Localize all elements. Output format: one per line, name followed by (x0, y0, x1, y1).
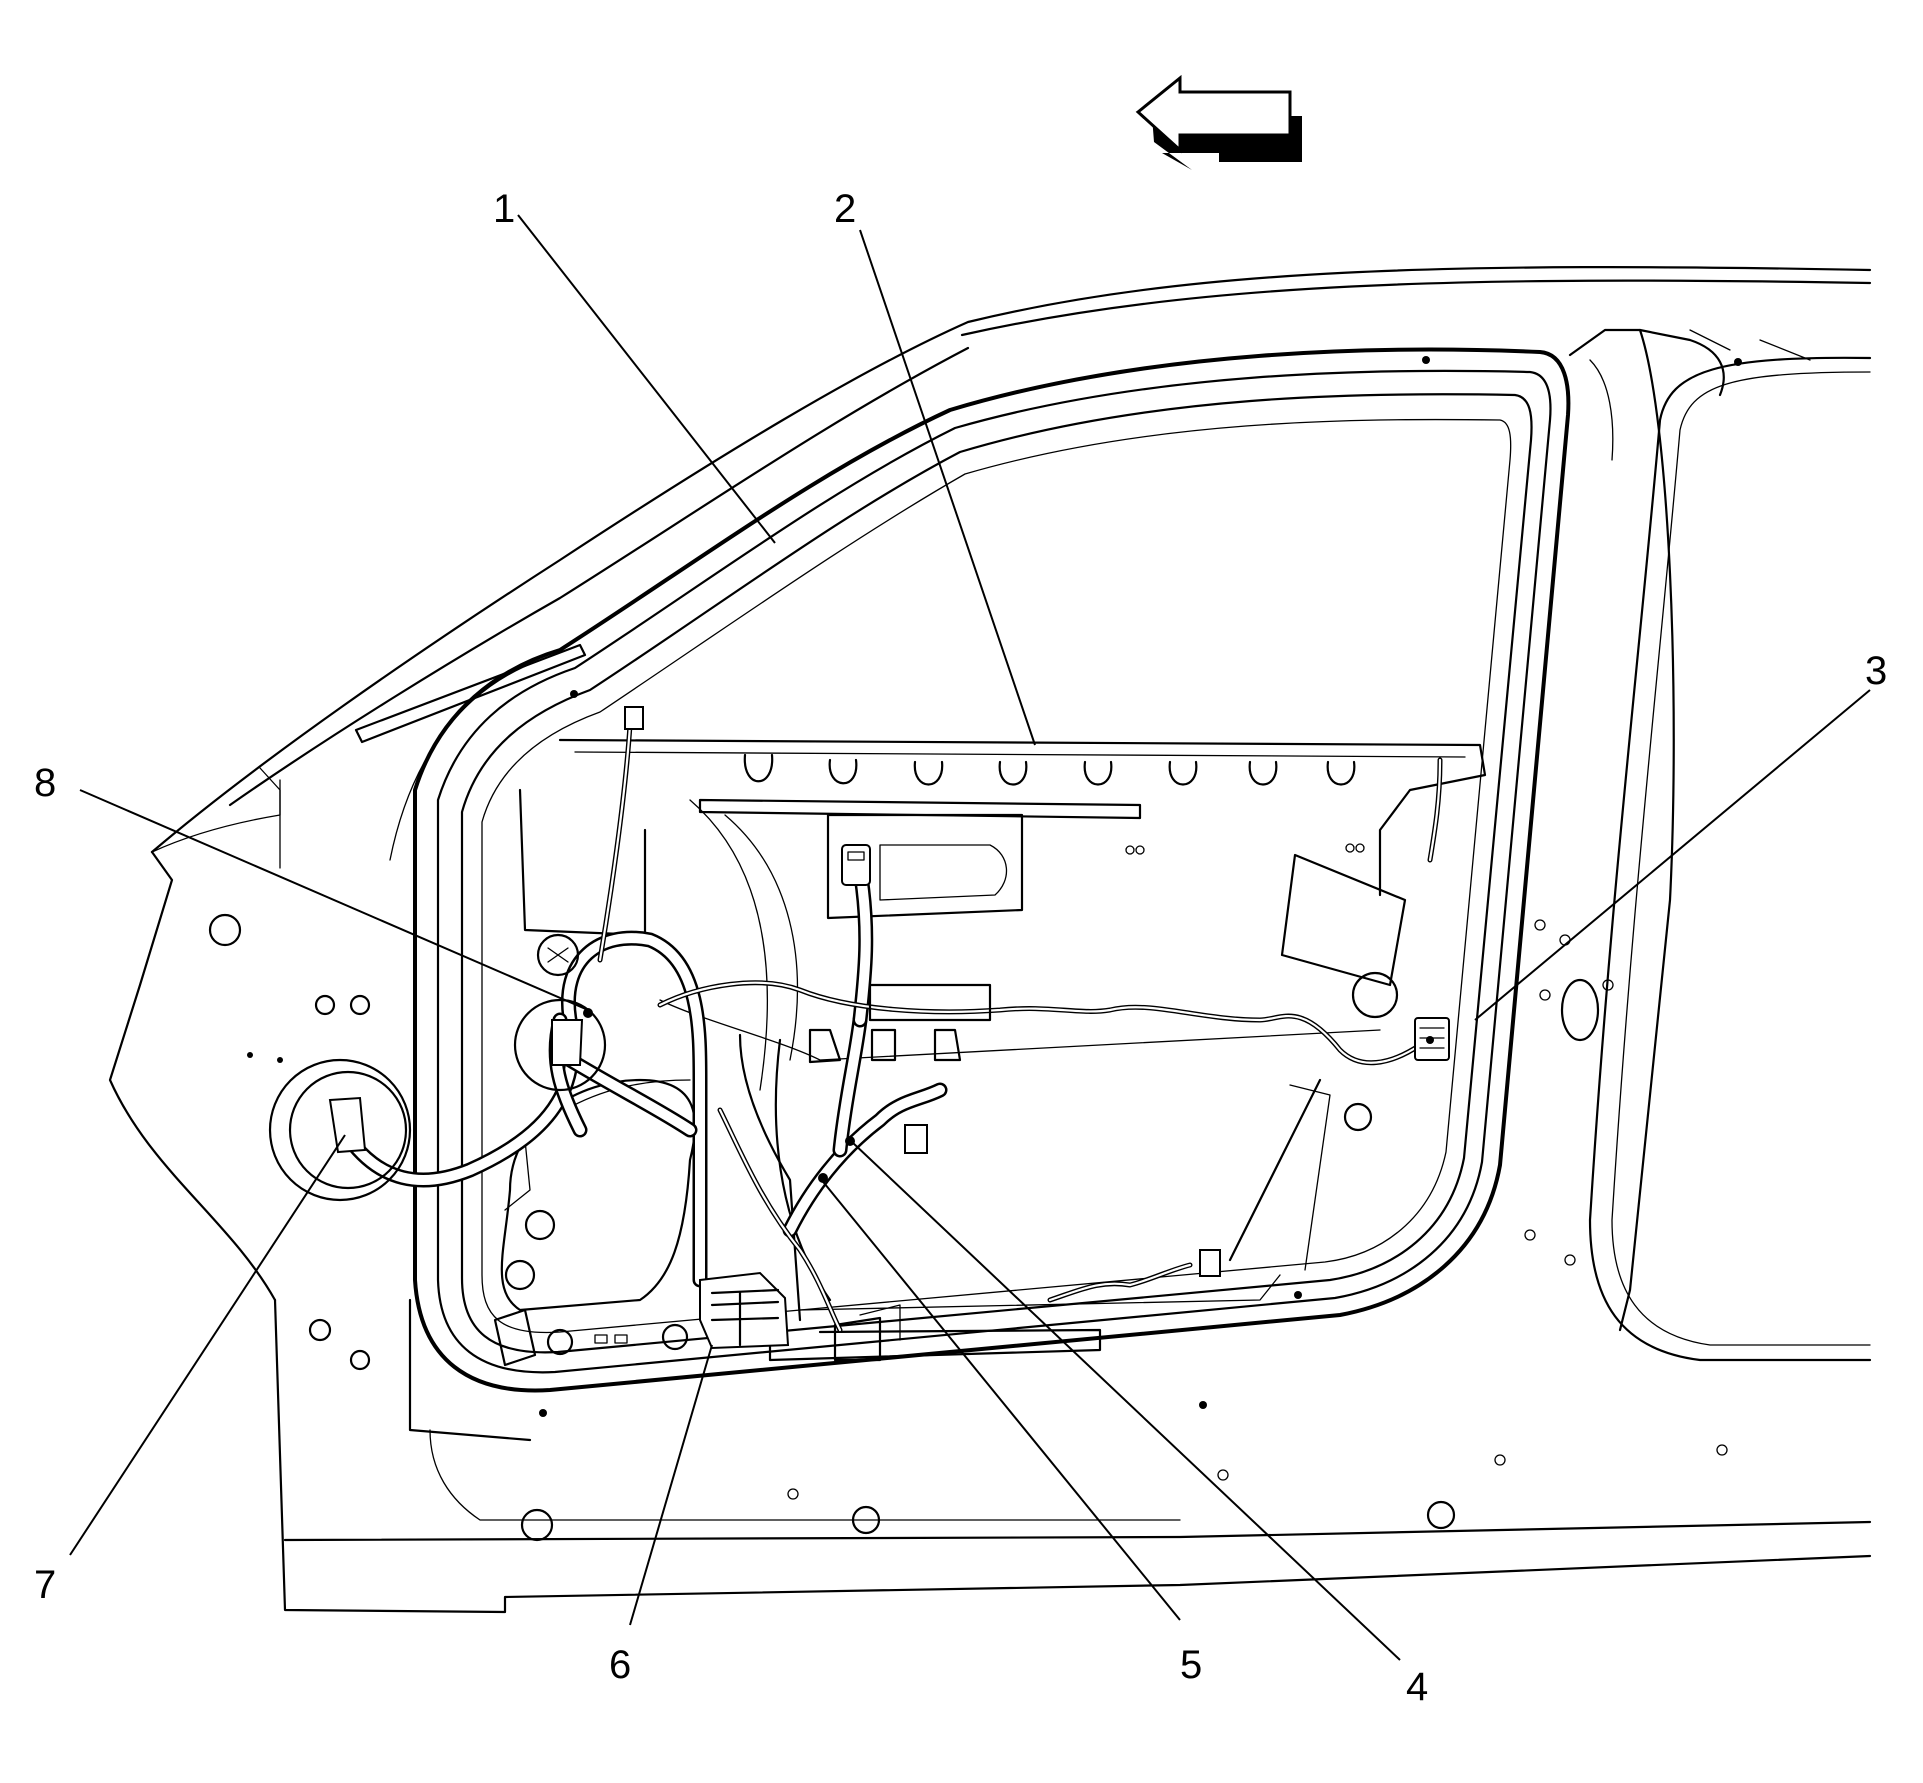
connectors (624, 706, 1450, 1277)
door-inner-panel (518, 738, 1487, 1362)
regulator-clips (743, 753, 1356, 786)
leader-line-8 (79, 789, 589, 1011)
callout-6: 6 (609, 1643, 631, 1687)
callout-4: 4 (1406, 1665, 1428, 1709)
door-frame (413, 347, 1571, 1393)
fastener-dots (247, 356, 1742, 1417)
leader-line-7 (69, 1134, 346, 1556)
door-harness-main (342, 722, 1443, 1333)
b-pillar (1560, 328, 1872, 1362)
leader-line-3 (1474, 689, 1871, 1021)
callout-2: 2 (834, 187, 856, 231)
callout-labels: 1 2 3 4 5 6 7 8 (34, 187, 1887, 1709)
callout-3: 3 (1865, 649, 1887, 693)
grommets (208, 843, 1728, 1542)
leader-line-2 (859, 229, 1036, 746)
vehicle-body-outline (108, 266, 1872, 1614)
leader-lines (69, 214, 1871, 1661)
leader-line-6 (629, 1344, 713, 1626)
control-module (699, 1271, 790, 1350)
callout-8: 8 (34, 761, 56, 805)
callout-5: 5 (1180, 1643, 1202, 1687)
callout-1: 1 (493, 187, 515, 231)
arrow-left-icon (1135, 74, 1302, 170)
callout-7: 7 (34, 1563, 56, 1607)
leader-line-1 (517, 214, 776, 544)
leader-line-5 (819, 1177, 1181, 1621)
leader-line-4 (851, 1141, 1401, 1661)
